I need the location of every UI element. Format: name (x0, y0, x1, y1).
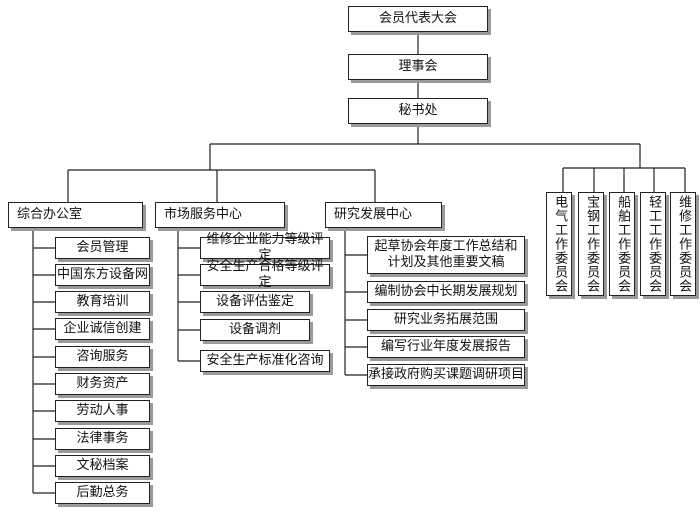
node-general-office-item: 后勤总务 (55, 482, 150, 504)
node-member-congress: 会员代表大会 (348, 6, 488, 32)
node-general-office-item: 财务资产 (55, 373, 150, 395)
node-council: 理事会 (348, 54, 488, 80)
node-general-office-item: 咨询服务 (55, 346, 150, 368)
node-general-office-item: 企业诚信创建 (55, 318, 150, 340)
node-research-development-center: 研究发展中心 (325, 202, 442, 228)
node-market-service-item: 安全生产标准化咨询 (200, 350, 330, 372)
node-general-office-item: 法律事务 (55, 428, 150, 450)
node-market-service-center: 市场服务中心 (155, 202, 285, 228)
node-research-item: 承接政府购买课题调研项目 (367, 364, 525, 386)
node-general-office-item: 中国东方设备网 (55, 264, 150, 286)
node-market-service-item: 维修企业能力等级评定 (200, 232, 330, 263)
node-market-service-item: 安全生产合格等级评定 (200, 259, 330, 290)
node-committee-electrical: 电气工作委员会 (546, 192, 572, 296)
node-committee-shipbuilding: 船舶工作委员会 (609, 192, 635, 296)
node-research-item: 编制协会中长期发展规划 (367, 281, 525, 303)
node-market-service-item: 设备评估鉴定 (200, 291, 310, 313)
node-committee-baosteel: 宝钢工作委员会 (578, 192, 604, 296)
node-general-office-item: 教育培训 (55, 291, 150, 313)
node-general-office-item: 文秘档案 (55, 455, 150, 477)
node-committee-light-industry: 轻工工作委员会 (640, 192, 666, 296)
node-general-office-item: 会员管理 (55, 237, 150, 259)
node-committee-maintenance: 维修工作委员会 (670, 192, 696, 296)
node-general-office-item: 劳动人事 (55, 400, 150, 422)
node-research-item: 编写行业年度发展报告 (367, 336, 525, 358)
node-research-item: 起草协会年度工作总结和计划及其他重要文稿 (367, 236, 525, 274)
node-market-service-item: 设备调剂 (200, 319, 310, 341)
node-secretariat: 秘书处 (348, 98, 488, 124)
node-research-item: 研究业务拓展范围 (367, 309, 525, 331)
node-general-office: 综合办公室 (8, 202, 143, 228)
